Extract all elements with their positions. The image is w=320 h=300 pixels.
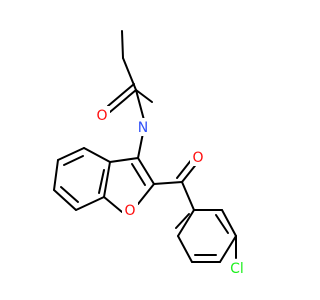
bond-benz-3	[53, 159, 59, 191]
bond-benz-5	[75, 196, 105, 211]
bond-aryl-2	[177, 235, 193, 263]
bond-c3-c3a	[109, 157, 139, 163]
bond-aryl-4	[219, 235, 237, 263]
bond-ketone-co-2	[176, 158, 193, 179]
bond-c3-c2-b	[131, 163, 146, 186]
bond-ketone-aryl	[181, 181, 195, 211]
bond-aryl-1b	[175, 213, 190, 229]
atom-n-amide: N	[135, 118, 151, 136]
bond-benz-6b	[98, 169, 105, 194]
bond-layer	[53, 30, 237, 263]
bond-benz-4b	[60, 186, 79, 203]
molecule-canvas: O N O O Cl	[53, 30, 248, 277]
bond-benz-4	[53, 189, 77, 211]
bond-aryl-5b	[215, 214, 229, 234]
bond-amide-co-1	[109, 89, 137, 113]
bond-c2-ketone-c	[153, 181, 183, 185]
molecule-structure-drawing: O N O O Cl	[53, 30, 248, 277]
bond-c2-o1	[137, 183, 155, 205]
atom-o-ketone-label: O	[192, 150, 203, 166]
bond-o1-c7a	[103, 196, 123, 213]
bond-amide-cn	[135, 89, 145, 121]
atom-o-amide: O	[94, 106, 110, 124]
bond-benz-2b	[63, 155, 84, 166]
bond-amide-co-2	[107, 83, 135, 107]
bond-chain-2	[135, 89, 153, 103]
atom-label-layer: O N O O Cl	[94, 106, 248, 277]
atom-o-ketone: O	[190, 148, 206, 166]
atom-cl: Cl	[226, 259, 248, 277]
bond-aryl-5	[221, 209, 237, 237]
bond-c3a-c7a	[103, 161, 111, 198]
atom-n-amide-label: N	[138, 120, 148, 136]
bond-aryl-1	[177, 209, 195, 237]
bond-c3-c2-a	[137, 157, 155, 185]
atom-cl-label: Cl	[230, 261, 244, 277]
atom-o-amide-label: O	[96, 108, 107, 124]
atom-o-furan-label: O	[124, 203, 135, 219]
bond-ethyl-terminal	[121, 30, 124, 59]
bond-benz-2	[57, 147, 85, 161]
bond-benz-1	[83, 147, 111, 163]
atom-o-furan: O	[122, 201, 138, 219]
